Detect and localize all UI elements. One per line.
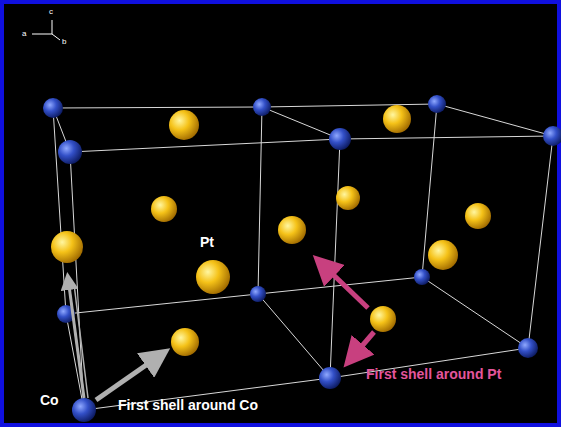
axis-label: a — [22, 30, 26, 38]
shell-caption: First shell around Co — [118, 398, 258, 412]
axis-label: b — [62, 38, 66, 46]
atom-label: Pt — [200, 235, 214, 249]
axis-label: c — [49, 8, 53, 16]
shell-caption: First shell around Pt — [366, 367, 501, 381]
atom-label: Co — [40, 393, 59, 407]
